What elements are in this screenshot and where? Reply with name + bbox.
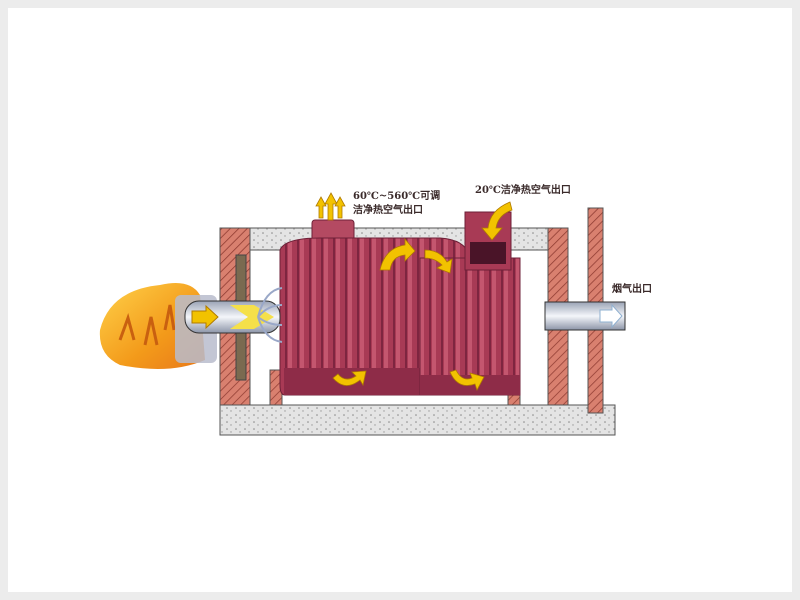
flow-arrow-icon: [191, 304, 219, 330]
heat-exchanger: [279, 211, 521, 396]
flue-arrow-icon: [599, 303, 623, 329]
flue-gas-outlet-label: 烟气出口: [612, 284, 652, 295]
temperature-range-text: 60℃~560℃可调: [353, 191, 441, 202]
air-flow-arrows: [315, 192, 513, 392]
air-inlet-label: 20℃洁净热空气出口: [475, 185, 571, 196]
gas-spread-arrows-icon: [257, 287, 283, 343]
hot-air-outlet-label: 60℃~560℃可调 洁净热空气出口: [353, 190, 440, 218]
hot-air-outlet-text: 洁净热空气出口: [353, 205, 423, 216]
foundation-slab: [219, 404, 616, 436]
